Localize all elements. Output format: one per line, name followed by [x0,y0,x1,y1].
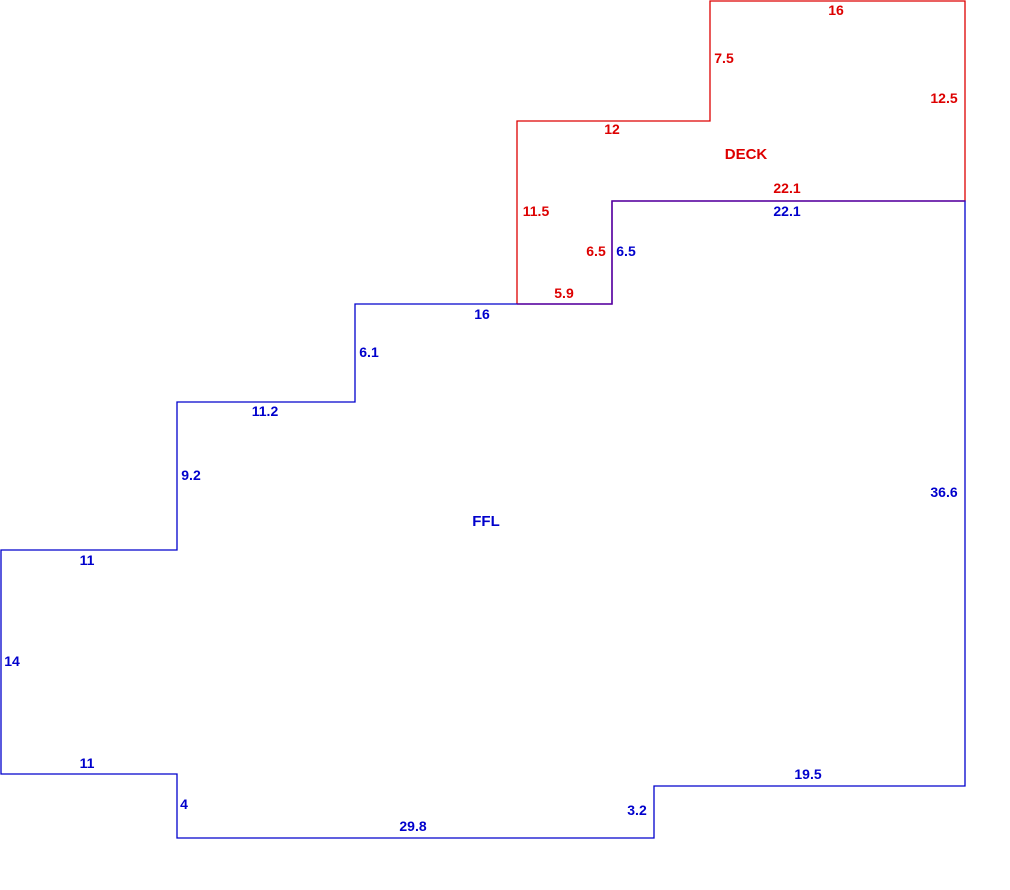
ffl-dimension-right-vertical: 36.6 [930,484,957,500]
ffl-dimension-left-lower-horizontal: 11 [80,755,95,771]
shared-wall-edge [517,200,965,305]
deck-dimension-lower-horizontal: 5.9 [554,285,574,301]
ffl-dimension-bottom-right: 19.5 [794,766,821,782]
deck-dimension-mid-horizontal: 12 [604,121,620,137]
deck-dimension-bottom: 22.1 [773,180,800,196]
ffl-dimension-upper-step-vertical: 6.1 [359,344,379,360]
ffl-dimension-mid-step-vertical: 9.2 [181,467,201,483]
deck-dimension-left-vertical: 11.5 [523,203,550,219]
ffl-dimension-mid-horizontal: 11.2 [252,403,279,419]
deck-area-label: DECK [725,146,768,163]
ffl-dimension-left-vertical: 14 [4,653,20,669]
ffl-dimension-top-right: 22.1 [773,203,800,219]
ffl-dimension-top-step-vertical: 6.5 [616,243,636,259]
deck-dimension-upper-left-vertical: 7.5 [714,50,734,66]
ffl-dimension-upper-horizontal: 16 [474,306,490,322]
ffl-dimension-bottom-step-vertical: 3.2 [627,802,647,818]
ffl-dimension-bottom: 29.8 [399,818,426,834]
deck-dimension-inner-vertical: 6.5 [586,243,606,259]
deck-dimension-right: 12.5 [930,90,957,106]
ffl-area-label: FFL [472,513,500,530]
ffl-dimension-bottom-left-vertical: 4 [180,796,188,812]
ffl-dimension-left-upper-horizontal: 11 [80,552,95,568]
deck-dimension-top: 16 [828,2,844,18]
